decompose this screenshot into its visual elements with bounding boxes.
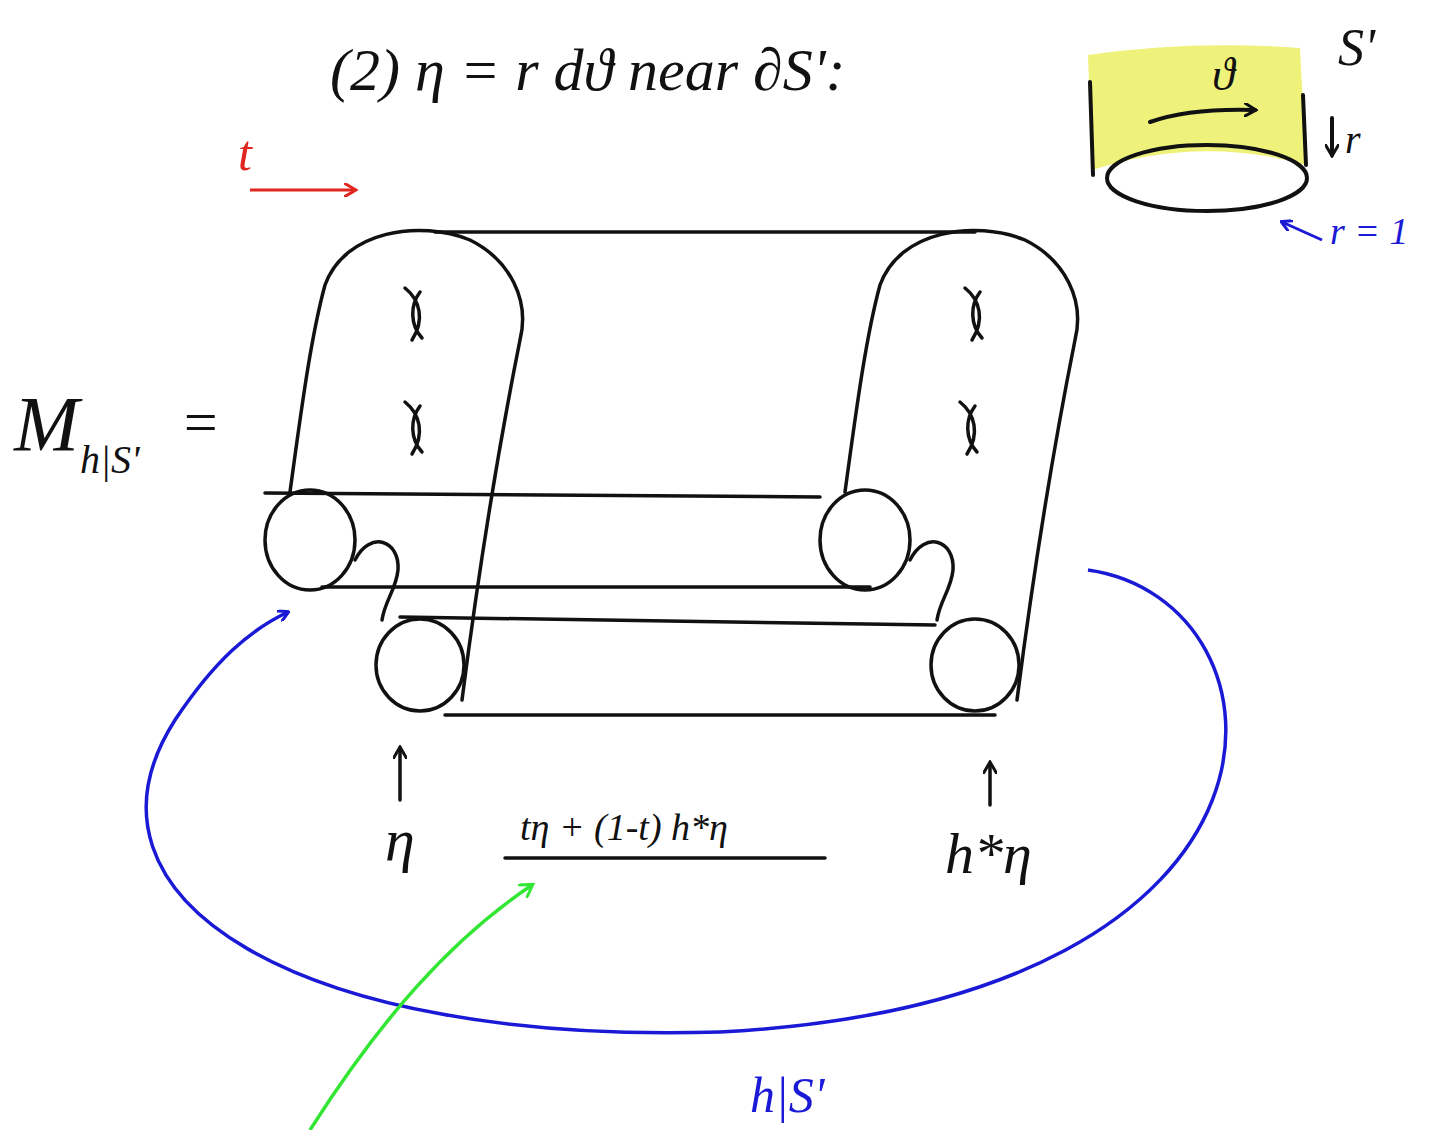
boundary-note: r = 1 — [1330, 212, 1408, 250]
torus-subscript: h|S' — [80, 440, 140, 480]
form-right: h*η — [945, 825, 1032, 883]
connecting-lines — [265, 232, 995, 715]
right-surface — [820, 230, 1078, 711]
left-surface — [265, 230, 523, 711]
gluing-arrow — [146, 570, 1226, 1033]
highlight-arrow — [310, 885, 532, 1130]
time-arrow — [250, 189, 355, 192]
angle-symbol: ϑ — [1212, 52, 1235, 98]
boundary-circle — [1107, 145, 1307, 211]
pointer-arrow — [398, 748, 402, 800]
pointer-arrow — [988, 763, 992, 805]
interpolated-form: tη + (1-t) h*η — [520, 808, 728, 846]
time-symbol: t — [238, 128, 252, 178]
surface-name: S' — [1338, 22, 1375, 74]
angle-arrow — [1150, 110, 1255, 122]
equals-sign: = — [180, 392, 221, 452]
pointer-arrow — [1282, 222, 1322, 240]
monodromy-label: h|S' — [750, 1070, 824, 1120]
radius-symbol: r — [1345, 120, 1361, 160]
cylinder-edge — [1303, 95, 1306, 165]
radial-arrow — [1330, 118, 1334, 155]
underline — [505, 856, 825, 860]
heading-formula: (2) η = r dϑ near ∂S': — [330, 40, 845, 100]
form-left: η — [385, 810, 415, 870]
cylinder-edge — [1090, 82, 1093, 175]
torus-name: M — [14, 385, 79, 463]
